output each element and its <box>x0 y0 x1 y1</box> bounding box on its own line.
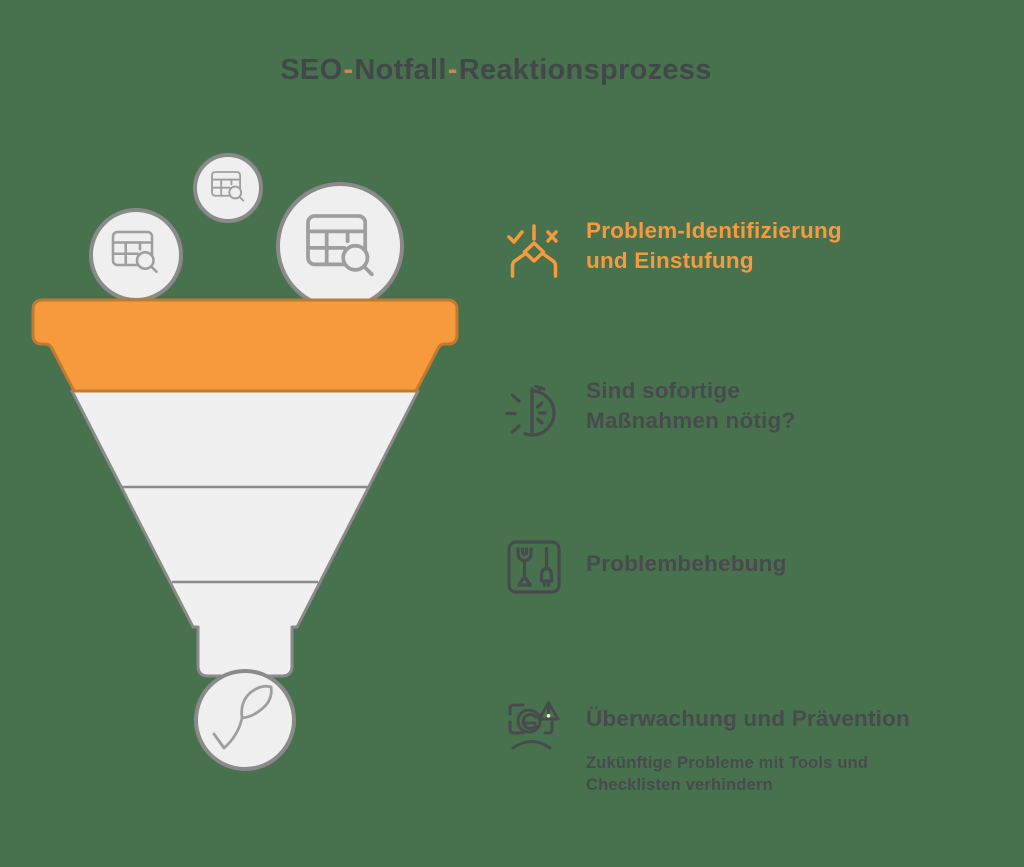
step-problem-identifizierung: Problem-Identifizierung und Einstufung <box>502 212 972 278</box>
bubble-right <box>276 182 404 310</box>
step-title: Sind sofortige Maßnahmen nötig? <box>586 370 972 436</box>
funnel-graphic <box>31 153 459 771</box>
funnel-stage-top <box>31 298 459 393</box>
step-title: Problem-Identifizierung und Einstufung <box>586 212 972 276</box>
step-title-line: Maßnahmen nötig? <box>586 408 796 433</box>
monitoring-alert-icon <box>508 701 560 750</box>
title-part: SEO <box>280 54 343 86</box>
funnel-body <box>70 389 420 678</box>
step-ueberwachung-praevention: Überwachung und Prävention Zukünftige Pr… <box>502 685 972 796</box>
bubble-middle <box>193 153 263 223</box>
step-title-line: Problembehebung <box>586 551 787 576</box>
decision-check-x-icon <box>507 224 558 278</box>
bubble-left <box>89 208 183 302</box>
step-problembehebung: Problembehebung <box>502 525 972 594</box>
step-title: Problembehebung <box>586 525 972 579</box>
step-title-line: Sind sofortige <box>586 378 741 403</box>
step-title-line: Problem-Identifizierung <box>586 218 842 243</box>
step-subtitle: Zukünftige Probleme mit Tools und Checkl… <box>586 753 972 796</box>
step-subtitle-line: Zukünftige Probleme mit Tools und <box>586 754 869 772</box>
toolbox-icon <box>507 540 561 594</box>
title-part: Notfall <box>354 54 447 86</box>
urgency-timer-icon <box>505 384 556 437</box>
step-sofortige-massnahmen: Sind sofortige Maßnahmen nötig? <box>502 370 972 437</box>
leaf-sprout-icon <box>212 684 273 750</box>
step-title: Überwachung und Prävention <box>586 685 972 734</box>
step-title-line: Überwachung und Prävention <box>586 706 910 731</box>
step-title-line: und Einstufung <box>586 248 754 273</box>
step-subtitle-line: Checklisten verhindern <box>586 775 773 794</box>
result-bubble <box>194 669 296 771</box>
page-title: SEO-Notfall-Reaktionsprozess <box>0 52 992 88</box>
title-part: Reaktionsprozess <box>458 54 712 86</box>
title-hyphen: - <box>447 54 458 86</box>
title-hyphen: - <box>343 54 354 86</box>
